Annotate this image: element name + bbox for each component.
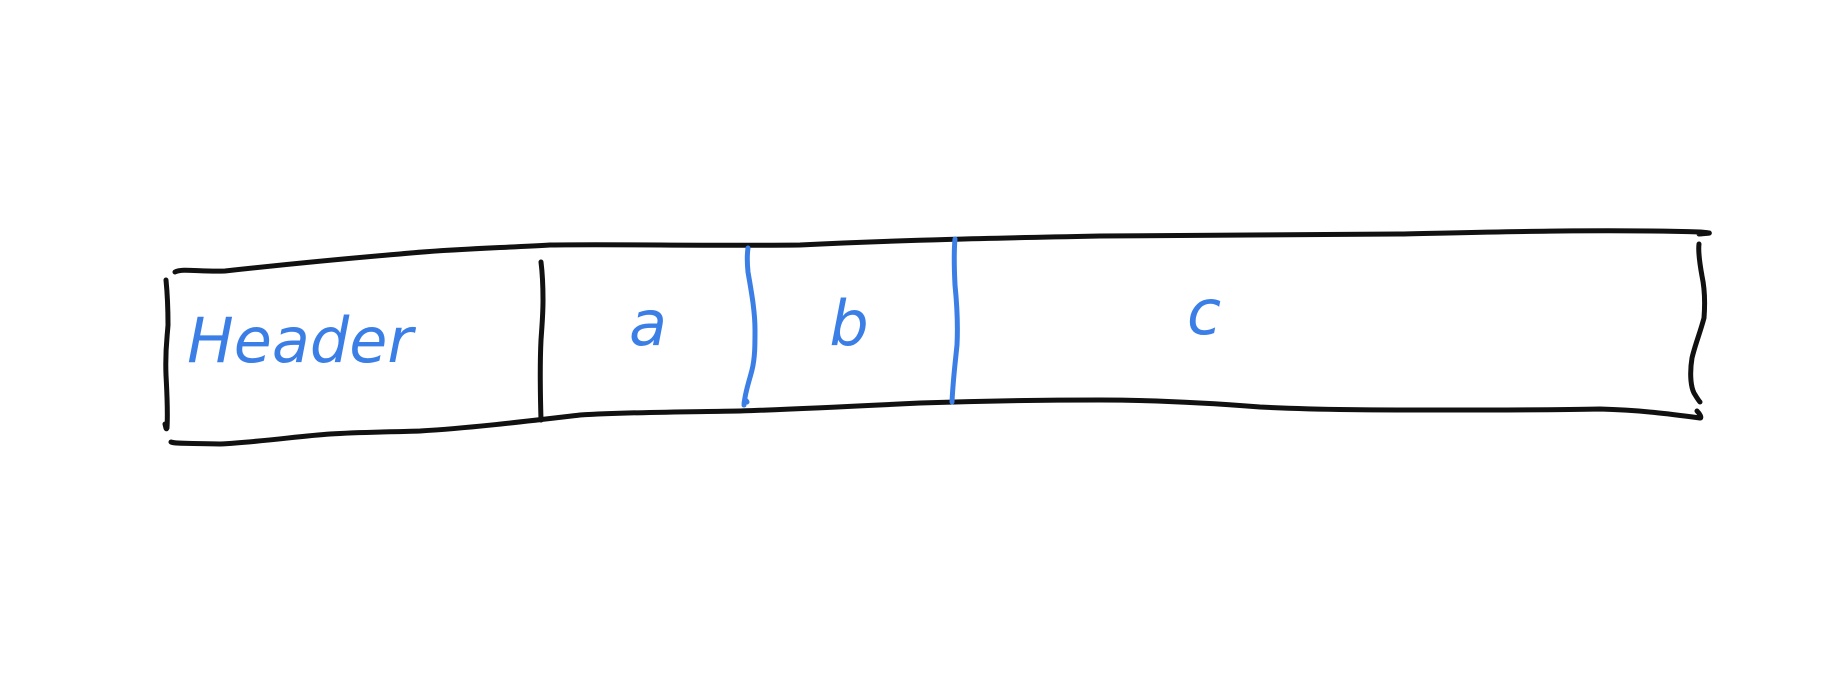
divider-b-c — [949, 236, 960, 405]
cell-labels: Header a b c — [187, 276, 1221, 377]
outer-box-left-edge — [162, 277, 171, 432]
outer-box-bottom-edge — [168, 397, 1704, 447]
cell-label-header: Header — [187, 304, 416, 377]
outer-box-top-edge — [172, 228, 1712, 275]
cell-label-b: b — [829, 287, 868, 360]
divider-a-b — [741, 245, 758, 408]
divider-header-a — [537, 259, 546, 423]
cell-label-c: c — [1187, 276, 1221, 349]
outer-box — [162, 228, 1712, 447]
outer-box-right-edge — [1688, 241, 1708, 405]
cell-label-a: a — [629, 287, 667, 360]
cell-dividers — [537, 236, 960, 423]
